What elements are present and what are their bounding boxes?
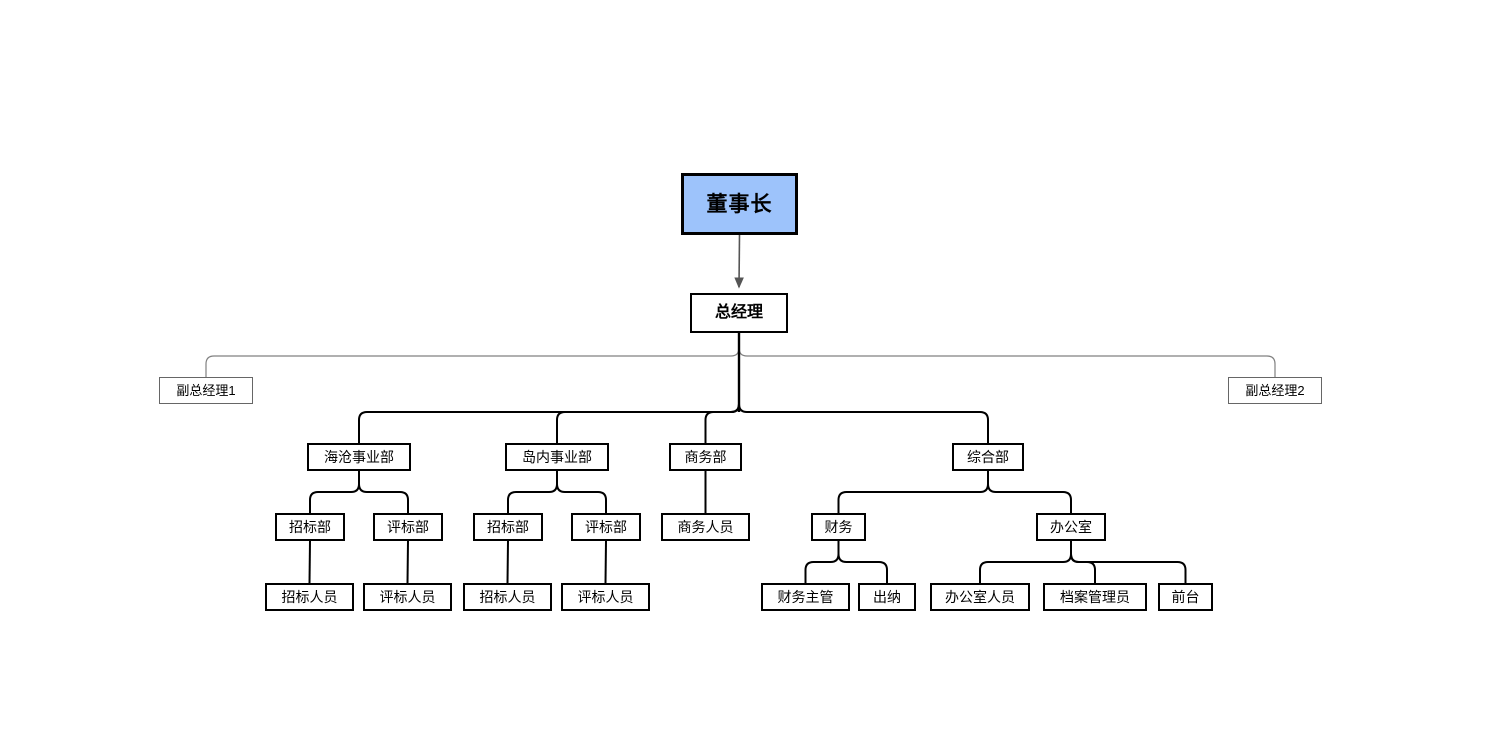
node-label: 前台 xyxy=(1171,589,1200,605)
node-label: 综合部 xyxy=(967,449,1009,465)
node-label: 评标人员 xyxy=(379,589,436,605)
node-label: 档案管理员 xyxy=(1060,589,1130,605)
node-label: 财务 xyxy=(824,519,853,535)
node-cashier[interactable]: 出纳 xyxy=(858,583,916,611)
node-deputy-gm-1[interactable]: 副总经理1 xyxy=(159,377,253,404)
node-label: 评标人员 xyxy=(577,589,634,605)
node-island-division[interactable]: 岛内事业部 xyxy=(505,443,609,471)
node-business-dept[interactable]: 商务部 xyxy=(669,443,742,471)
node-island-bidding-dept[interactable]: 招标部 xyxy=(473,513,543,541)
node-finance-supervisor[interactable]: 财务主管 xyxy=(761,583,850,611)
node-deputy-gm-2[interactable]: 副总经理2 xyxy=(1228,377,1322,404)
node-haicang-bidding-dept[interactable]: 招标部 xyxy=(275,513,345,541)
node-reception[interactable]: 前台 xyxy=(1158,583,1213,611)
node-haicang-evaluation-dept[interactable]: 评标部 xyxy=(373,513,443,541)
node-chairman[interactable]: 董事长 xyxy=(681,173,798,235)
node-haicang-bidding-staff[interactable]: 招标人员 xyxy=(265,583,354,611)
node-label: 董事长 xyxy=(706,192,773,216)
node-haicang-division[interactable]: 海沧事业部 xyxy=(307,443,411,471)
node-label: 出纳 xyxy=(873,589,901,605)
node-label: 岛内事业部 xyxy=(522,449,592,465)
node-label: 商务人员 xyxy=(677,519,734,535)
node-label: 评标部 xyxy=(387,519,429,535)
node-label: 招标人员 xyxy=(281,589,338,605)
node-label: 办公室 xyxy=(1050,519,1092,535)
node-archivist[interactable]: 档案管理员 xyxy=(1043,583,1147,611)
node-label: 招标人员 xyxy=(479,589,536,605)
node-label: 财务主管 xyxy=(777,589,834,605)
node-label: 招标部 xyxy=(289,519,331,535)
node-general-manager[interactable]: 总经理 xyxy=(690,293,788,333)
node-island-evaluation-dept[interactable]: 评标部 xyxy=(571,513,641,541)
node-island-evaluation-staff[interactable]: 评标人员 xyxy=(561,583,650,611)
node-label: 评标部 xyxy=(585,519,627,535)
node-label: 招标部 xyxy=(487,519,529,535)
node-label: 副总经理1 xyxy=(176,383,236,398)
node-general-affairs-dept[interactable]: 综合部 xyxy=(952,443,1024,471)
node-label: 海沧事业部 xyxy=(324,449,394,465)
node-business-staff[interactable]: 商务人员 xyxy=(661,513,750,541)
node-label: 办公室人员 xyxy=(945,589,1015,605)
node-office-dept[interactable]: 办公室 xyxy=(1036,513,1106,541)
node-island-bidding-staff[interactable]: 招标人员 xyxy=(463,583,552,611)
node-label: 副总经理2 xyxy=(1245,383,1305,398)
node-finance-dept[interactable]: 财务 xyxy=(811,513,866,541)
node-label: 商务部 xyxy=(684,449,727,465)
node-office-staff[interactable]: 办公室人员 xyxy=(930,583,1030,611)
node-label: 总经理 xyxy=(714,304,763,321)
node-haicang-evaluation-staff[interactable]: 评标人员 xyxy=(363,583,452,611)
